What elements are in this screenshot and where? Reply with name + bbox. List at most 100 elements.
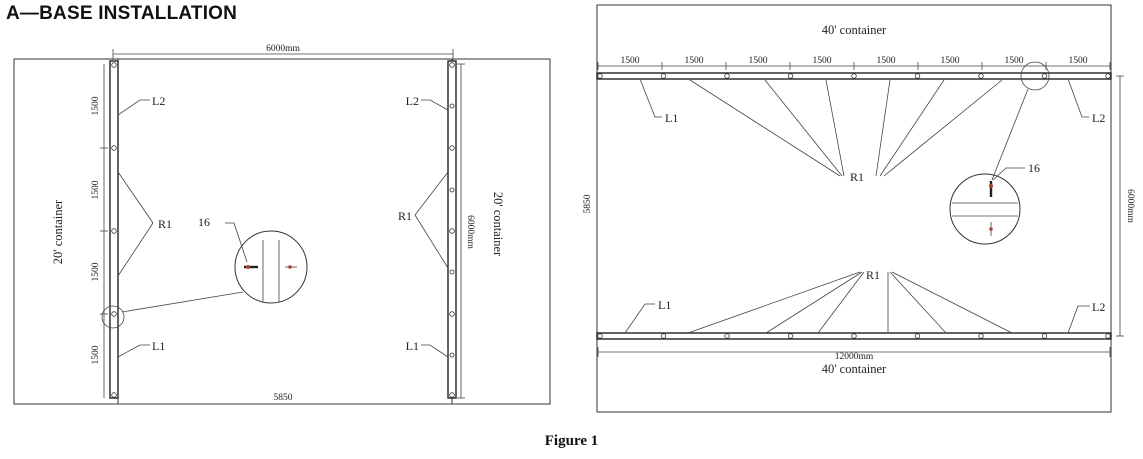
bottom-dimension-label: 5850 <box>274 393 293 403</box>
beam-hole <box>111 228 117 234</box>
left-diagram: 20' container 20' container 6000mm 5850 … <box>13 44 551 405</box>
left-container-label-1: 20' container <box>51 199 65 264</box>
top-seg-dim-4: 1500 <box>813 56 832 66</box>
label-16-left: 16 <box>198 215 210 229</box>
top-seg-dim-7: 1500 <box>1005 56 1024 66</box>
top-seg-dim-5: 1500 <box>877 56 896 66</box>
beam-hole <box>111 392 117 398</box>
beam-hole <box>449 228 455 234</box>
label-l1-right: L1 <box>406 339 419 353</box>
r1-leader <box>879 79 945 177</box>
label-l1-bottom: L1 <box>658 298 671 312</box>
leader-l2-left <box>117 99 150 116</box>
beam-hole <box>787 333 794 339</box>
left-container-label-2: 20' container <box>491 192 505 257</box>
beam-hole <box>978 333 984 339</box>
detail-pin-dot-right <box>989 227 993 231</box>
leader-r1-right-b <box>414 214 449 269</box>
r1-leader <box>764 79 843 177</box>
r1-leader <box>883 79 1003 177</box>
leader-l1-right <box>421 344 449 358</box>
beam-hole <box>449 145 455 151</box>
left-seg-dim-4: 1500 <box>91 345 101 364</box>
beam-hole <box>111 145 117 151</box>
beam-hole <box>449 103 455 109</box>
label-r1-bottom: R1 <box>866 268 880 282</box>
beam-hole <box>1105 333 1111 339</box>
label-l1-top: L1 <box>665 111 678 125</box>
leader-16-left <box>225 222 248 263</box>
bottom-container-label: 40' container <box>822 362 887 376</box>
beam-hole <box>597 333 603 339</box>
right-dimension-label: 6000mm <box>465 215 475 249</box>
r1-leader <box>825 79 845 177</box>
leader-r1-left-b <box>117 222 154 277</box>
leader-16-right <box>992 167 1025 181</box>
label-l1-left: L1 <box>152 339 165 353</box>
top-seg-dim-3: 1500 <box>749 56 768 66</box>
left-dimension-label-40: 5850 <box>583 194 593 213</box>
beam-hole <box>851 73 857 79</box>
detail-leader-right <box>991 88 1029 181</box>
top-segment-labels: 1500 1500 1500 1500 1500 1500 1500 1500 <box>621 56 1088 66</box>
leader-l2-bottom <box>1067 305 1090 334</box>
r1-leaders-bottom <box>687 271 1013 334</box>
top-seg-dim-1: 1500 <box>621 56 640 66</box>
leader-l1-top <box>639 78 662 118</box>
left-beam-holes <box>111 62 455 398</box>
beam-hole <box>787 73 794 79</box>
left-seg-dim-3: 1500 <box>91 262 101 281</box>
leader-l2-right <box>421 99 449 111</box>
r1-leader <box>765 271 863 334</box>
beam-hole <box>914 73 921 79</box>
right-diagram: 40' container 40' container 1500 1500 15… <box>583 4 1135 413</box>
beam-hole <box>851 333 857 339</box>
beam-hole <box>597 73 603 79</box>
horizontal-beam-holes <box>597 73 1111 339</box>
label-l2-left: L2 <box>152 94 165 108</box>
detail-circle-right <box>949 173 1021 245</box>
beam-hole <box>660 73 667 79</box>
label-l2-right: L2 <box>406 94 419 108</box>
top-container-label: 40' container <box>822 23 887 37</box>
r1-leader <box>875 79 891 177</box>
page-title: A—BASE INSTALLATION <box>6 3 238 24</box>
label-r1-top: R1 <box>850 170 864 184</box>
detail-circle-left <box>234 230 308 304</box>
label-l2-bottom: L2 <box>1092 300 1105 314</box>
r1-leader <box>889 271 947 334</box>
beam-hole <box>914 333 921 339</box>
detail-ring-small-right <box>1020 61 1050 91</box>
beam-hole <box>449 187 455 193</box>
r1-leader <box>687 271 861 334</box>
left-seg-dim-2: 1500 <box>91 180 101 199</box>
leader-l1-left <box>117 344 150 358</box>
r1-leader <box>817 271 865 334</box>
label-r1-right: R1 <box>398 209 412 223</box>
beam-hole <box>449 311 455 317</box>
beam-hole <box>1041 73 1048 79</box>
beam-hole <box>724 333 730 339</box>
beam-hole <box>1105 73 1111 79</box>
left-container-outline-1 <box>13 58 119 405</box>
leader-r1-left-a <box>117 171 154 224</box>
label-16-right: 16 <box>1028 161 1040 175</box>
r1-leader <box>689 79 841 177</box>
beam-hole <box>111 62 117 68</box>
leader-l1-bottom <box>624 303 655 334</box>
beam-hole <box>449 269 455 275</box>
top-seg-dim-2: 1500 <box>685 56 704 66</box>
detail-leader-left <box>121 291 244 313</box>
beam-hole <box>978 73 984 79</box>
top-seg-dim-8: 1500 <box>1069 56 1088 66</box>
detail-ring-small-left <box>101 305 125 329</box>
r1-leader <box>891 271 1013 334</box>
figure-caption: Figure 1 <box>544 433 599 449</box>
label-l2-top: L2 <box>1092 111 1105 125</box>
top-dimension-ticks <box>597 62 1111 70</box>
beam-hole <box>111 311 117 317</box>
detail-pin-dot-left <box>288 265 292 269</box>
beam-hole <box>1041 333 1048 339</box>
detail-pin-head-left <box>246 265 250 269</box>
